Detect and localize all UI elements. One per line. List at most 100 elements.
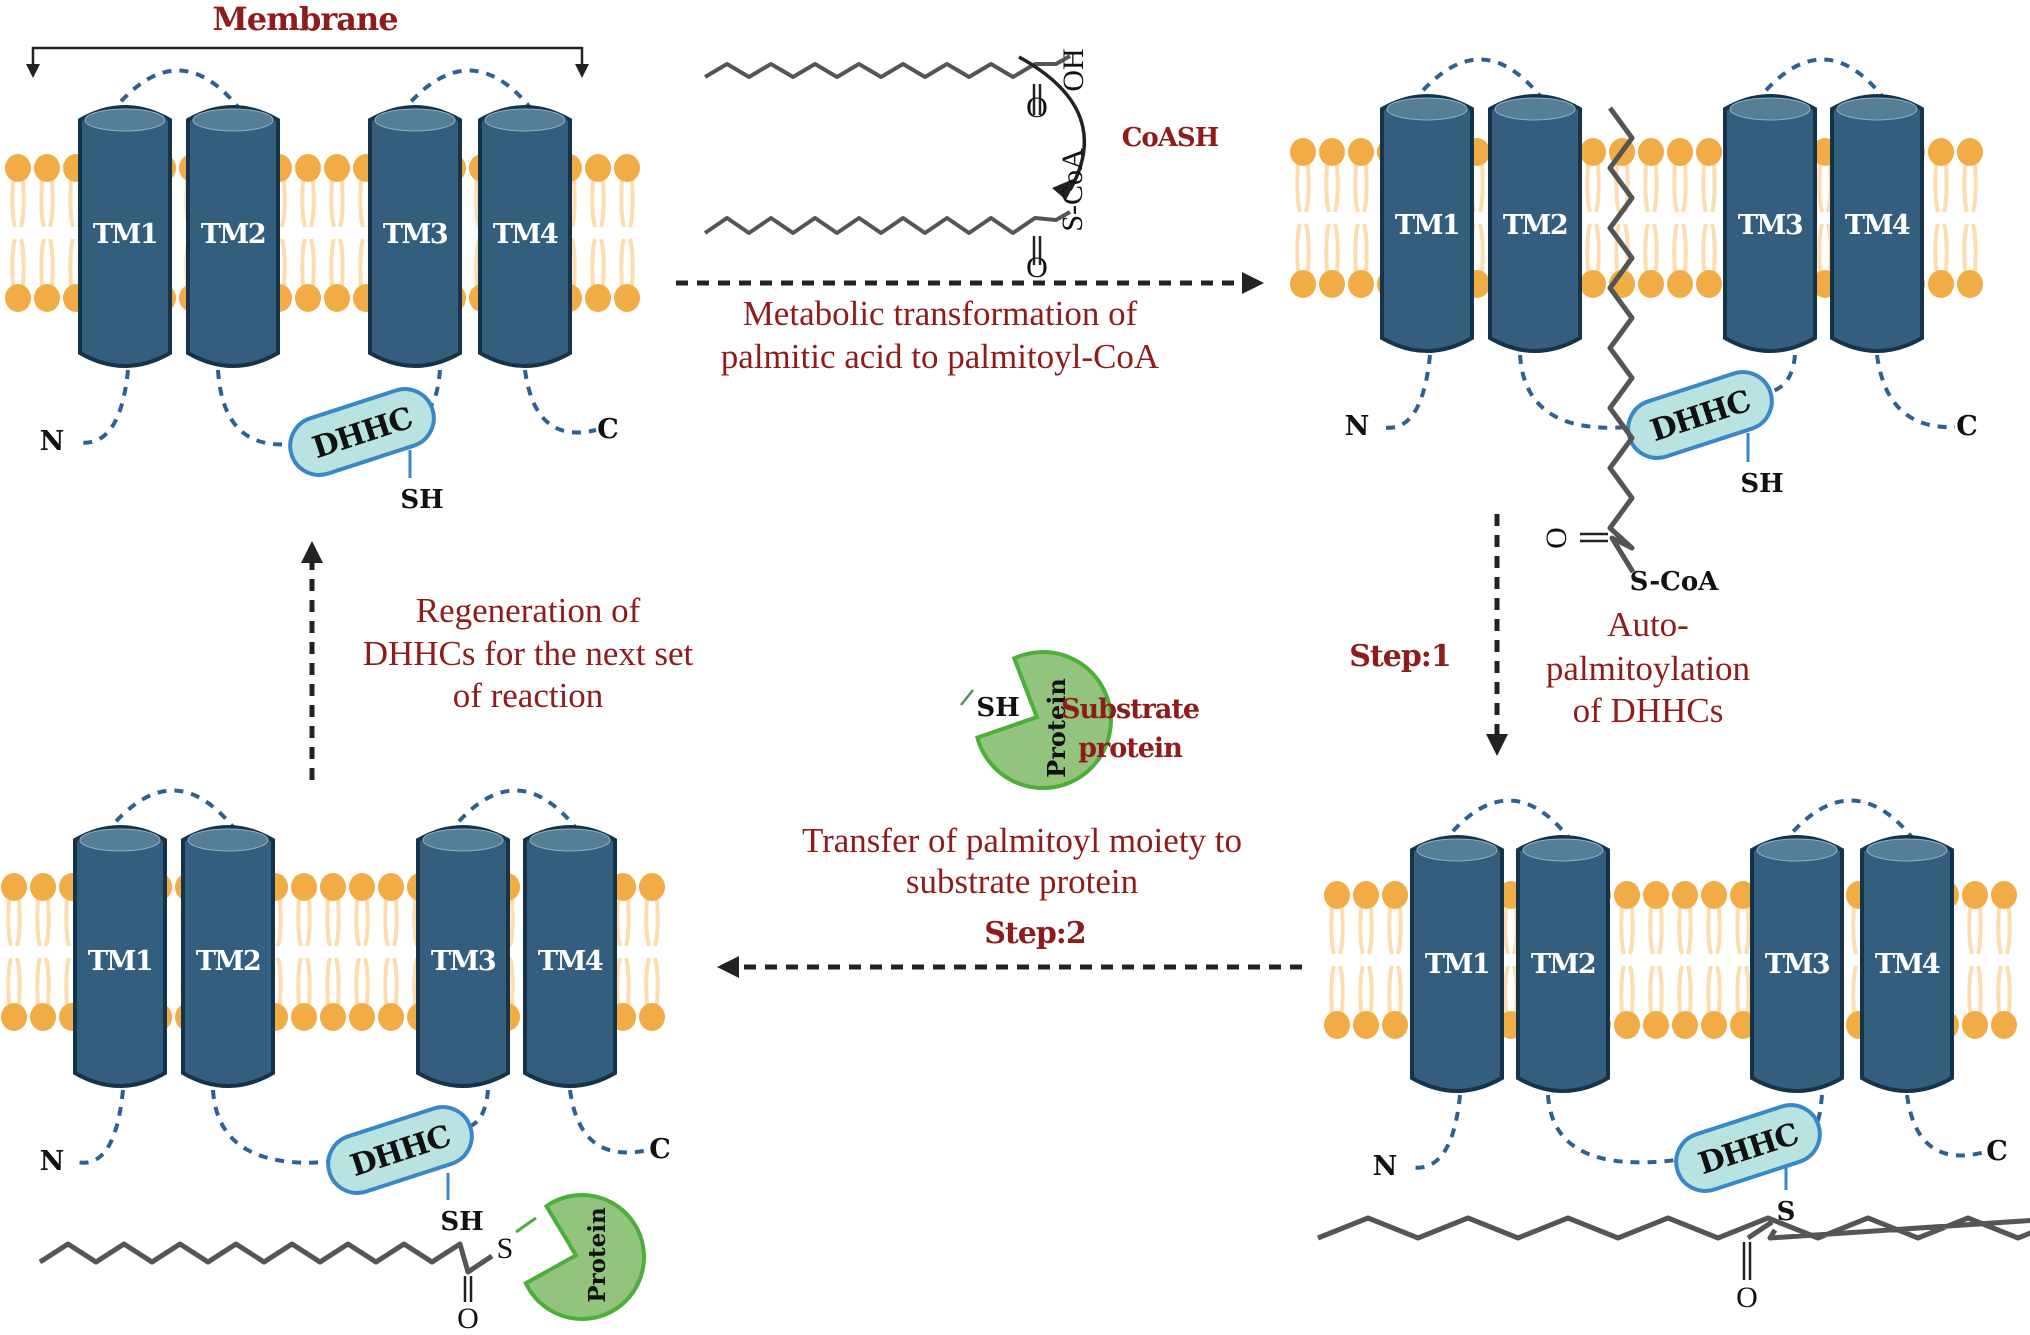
- lipid-head: [1580, 270, 1606, 298]
- lipid-tail: [329, 238, 336, 287]
- regen-caption-line2: DHHCs for the next set: [363, 634, 694, 673]
- lipid-tail: [1976, 965, 1983, 1014]
- lipid-head: [1348, 138, 1374, 166]
- lipid-head: [324, 154, 350, 182]
- tm-helix-label: TM2: [196, 946, 260, 977]
- tm-helix-4: TM4: [1830, 94, 1924, 353]
- lipid-tail: [363, 957, 370, 1006]
- lipid-tail: [48, 179, 55, 228]
- lipid-head: [1614, 1011, 1640, 1039]
- tm-helix-cap: [192, 108, 274, 132]
- n-terminus-label: N: [1345, 411, 1370, 442]
- lipid-tail: [39, 179, 46, 228]
- lipid-tail: [276, 898, 283, 947]
- lipid-head: [378, 873, 404, 901]
- n-terminal-tail: [76, 369, 130, 445]
- lipid-tail: [1619, 965, 1626, 1014]
- tm-helix-label: TM1: [88, 946, 152, 977]
- lipid-tail: [644, 957, 651, 1006]
- lipid-tail: [1962, 163, 1969, 213]
- step2: Transfer of palmitoyl moiety to substrat…: [717, 821, 1302, 978]
- lipid-head: [1348, 270, 1374, 298]
- lipid-tail: [338, 238, 345, 287]
- palmitic-acid-o: O: [1026, 91, 1048, 124]
- regeneration-step: Regeneration of DHHCs for the next set o…: [301, 541, 694, 780]
- tm-helix-label: TM1: [1425, 949, 1489, 980]
- lipid-head: [291, 1003, 317, 1031]
- tm-helix-cap: [187, 828, 269, 852]
- lipid-tail: [48, 238, 55, 287]
- bracket-arrow-left-icon: [26, 64, 40, 78]
- lipid-tail: [1648, 906, 1655, 955]
- lipid-head: [5, 154, 31, 182]
- tm-helix-4: TM4: [478, 105, 572, 368]
- lipid-tail: [1614, 223, 1621, 273]
- lipid-head: [1701, 1011, 1727, 1039]
- n-terminus-label: N: [40, 1146, 65, 1177]
- lipid-head: [34, 154, 60, 182]
- palmitic-acid-reaction: O OH CoASH O S-CoA: [703, 48, 1220, 284]
- lipid-tail: [1735, 965, 1742, 1014]
- membrane-title: Membrane: [212, 0, 397, 38]
- tm-helix-cap: [484, 108, 566, 132]
- tm-helix-label: TM2: [201, 219, 265, 250]
- palmitoyl-coa-o: O: [1026, 251, 1048, 284]
- lipid-tail: [1652, 223, 1659, 273]
- palmitoyl-chain: [1317, 1215, 2030, 1241]
- lipid-tail: [1628, 965, 1635, 1014]
- lipid-tail: [1942, 223, 1949, 273]
- lipid-tail: [1353, 223, 1360, 273]
- metabolic-caption-line2: palmitic acid to palmitoyl-CoA: [721, 337, 1160, 376]
- lipid-head: [1319, 138, 1345, 166]
- c-terminal-tail: [1875, 354, 1956, 430]
- substrate-thiol-label: SH: [976, 693, 1019, 723]
- lipid-tail: [276, 957, 283, 1006]
- lipid-tail: [1715, 965, 1722, 1014]
- lipid-head: [1353, 1011, 1379, 1039]
- c-terminus-label: C: [597, 414, 619, 445]
- lipid-head: [1730, 1011, 1756, 1039]
- lipid-tail: [392, 898, 399, 947]
- tm-helix-4: TM4: [523, 825, 617, 1088]
- lipid-tail: [1677, 906, 1684, 955]
- lipid-tail: [305, 898, 312, 947]
- palmitoyl-chain-vertical: [1607, 106, 1636, 574]
- lipid-tail: [1367, 906, 1374, 955]
- lipid-tail: [280, 179, 287, 228]
- metabolic-caption-line1: Metabolic transformation of: [743, 294, 1138, 333]
- lipid-tail: [1735, 906, 1742, 955]
- lipid-tail: [1657, 906, 1664, 955]
- protein-s-bond: [515, 1216, 537, 1234]
- substrate-caption-line2: protein: [1078, 733, 1183, 764]
- lipid-head: [639, 1003, 665, 1031]
- lipid-tail: [300, 238, 307, 287]
- protein-s-label: S: [497, 1232, 514, 1265]
- lipid-tail: [570, 179, 577, 228]
- lipid-tail: [309, 179, 316, 228]
- lipid-tail: [305, 957, 312, 1006]
- auto-caption-line2: palmitoylation: [1546, 649, 1750, 688]
- step2-label: Step:2: [984, 916, 1086, 951]
- loop-tm2-dhhc: [211, 1089, 329, 1165]
- tm-helix-cap: [1729, 97, 1811, 121]
- lipid-tail: [1333, 223, 1340, 273]
- lipid-head: [1962, 881, 1988, 909]
- tm-helix-label: TM2: [1531, 949, 1595, 980]
- substrate-thiol-bond: [960, 689, 974, 706]
- lipid-tail: [1304, 223, 1311, 273]
- lipid-head: [1730, 881, 1756, 909]
- lipid-head: [1290, 138, 1316, 166]
- lipid-head: [5, 284, 31, 312]
- lipid-tail: [1503, 906, 1510, 955]
- step1-label: Step:1: [1349, 639, 1451, 674]
- s-coa-label: S-CoA: [1630, 567, 1720, 597]
- lipid-tail: [358, 238, 365, 287]
- lipid-head: [1382, 881, 1408, 909]
- membrane-bracket: [31, 46, 584, 70]
- lipid-tail: [1672, 223, 1679, 273]
- regeneration-arrowhead-icon: [301, 541, 323, 563]
- lipid-tail: [300, 179, 307, 228]
- step2-arrowhead-icon: [717, 956, 739, 978]
